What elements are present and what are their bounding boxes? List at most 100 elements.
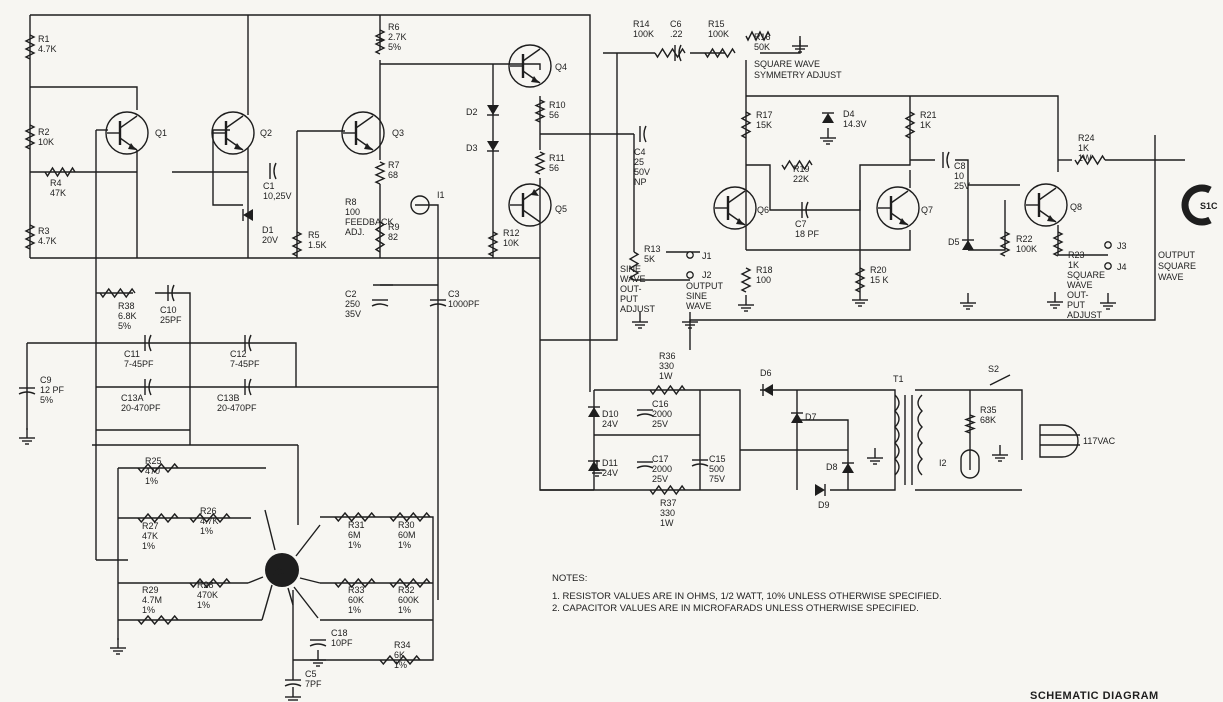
wire	[30, 86, 138, 110]
label-d11-line: 24V	[602, 468, 618, 478]
label-q3-line: Q3	[392, 128, 404, 138]
c18	[309, 639, 327, 647]
label-r32-line: R32	[398, 585, 415, 595]
r20	[854, 267, 866, 293]
ground-symbol	[682, 312, 698, 329]
wire	[760, 389, 896, 491]
label-d4-line: D4	[843, 109, 855, 119]
ground-symbol	[285, 687, 301, 701]
label-r4-line: R4	[50, 178, 62, 188]
label-d8: D8	[826, 462, 838, 472]
label-d5: D5	[948, 237, 960, 247]
label-r7-line: 68	[388, 170, 398, 180]
diagram-title: SCHEMATIC DIAGRAM	[1030, 690, 1159, 702]
label-r14-line: 100K	[633, 29, 654, 39]
diode-triangle	[791, 413, 803, 423]
wire	[380, 63, 541, 70]
wire	[212, 130, 243, 206]
r24	[1074, 154, 1106, 166]
label-q4: Q4	[555, 62, 567, 72]
label-r19-line: 22K	[793, 174, 809, 184]
label-j4-line: J4	[1117, 262, 1127, 272]
label-q3: Q3	[392, 128, 404, 138]
c16	[636, 409, 654, 417]
d6	[762, 384, 773, 396]
label-r29-line: R29	[142, 585, 159, 595]
label-r34-line: 6K	[394, 650, 405, 660]
label-r31-line: R31	[348, 520, 365, 530]
label-r24-line: 1W	[1078, 153, 1092, 163]
d2	[487, 105, 499, 116]
rotary-switch-s1b	[265, 553, 299, 587]
c13b	[244, 378, 252, 396]
transistor-arrow	[736, 218, 744, 225]
label-d9-line: D9	[818, 500, 830, 510]
label-c17-line: 25V	[652, 474, 668, 484]
label-d8-line: D8	[826, 462, 838, 472]
transistor-arrow	[128, 143, 136, 150]
jack-j4	[1104, 262, 1112, 270]
r31	[334, 511, 376, 523]
label-r34-line: R34	[394, 640, 411, 650]
label-q6-line: Q6	[757, 205, 769, 215]
label-c16-line: C16	[652, 399, 669, 409]
label-c9-line: C9	[40, 375, 52, 385]
label-d10-line: 24V	[602, 419, 618, 429]
label-c16-line: 2000	[652, 409, 672, 419]
label-r16-function-line: SYMMETRY ADJUST	[754, 70, 842, 80]
label-r23-function-line: PUT	[1067, 300, 1086, 310]
c7	[801, 201, 809, 219]
label-c4-line: C4	[634, 147, 646, 157]
wire	[968, 200, 1006, 251]
transformer-core	[904, 395, 913, 485]
label-r21-line: 1K	[920, 120, 931, 130]
label-r25-line: 470	[145, 466, 160, 476]
label-r13-function-line: ADJUST	[620, 304, 656, 314]
label-c12-line: 7-45PF	[230, 359, 260, 369]
capacitor-plate	[371, 303, 389, 307]
label-c12-line: C12	[230, 349, 247, 359]
label-c11-line: 7-45PF	[124, 359, 154, 369]
diode-triangle	[962, 240, 974, 250]
switch-s2-blade	[989, 374, 1011, 386]
label-r8-line: R8	[345, 197, 357, 207]
label-c10-line: C10	[160, 305, 177, 315]
wire	[689, 135, 1156, 350]
ground-symbol	[852, 290, 868, 307]
label-r37-line: 330	[660, 508, 675, 518]
ground-symbol	[820, 128, 836, 145]
d5	[962, 239, 974, 250]
label-r26-line: 1%	[200, 526, 213, 536]
label-q7: Q7	[921, 205, 933, 215]
label-d9: D9	[818, 500, 830, 510]
transistor-arrow	[1047, 215, 1055, 222]
r13	[628, 251, 640, 281]
label-j2-line: J2	[702, 270, 712, 280]
label-q8-line: Q8	[1070, 202, 1082, 212]
c1	[269, 162, 277, 180]
wire	[540, 53, 618, 341]
transistor-arrow	[531, 189, 539, 196]
label-r11-line: R11	[549, 153, 565, 163]
capacitor-plate	[148, 334, 152, 352]
selector-arrow	[299, 577, 321, 584]
label-c13b-line: 20-470PF	[217, 403, 257, 413]
r10	[534, 99, 546, 123]
label-r13-line: 5K	[644, 254, 655, 264]
r14	[654, 47, 686, 59]
